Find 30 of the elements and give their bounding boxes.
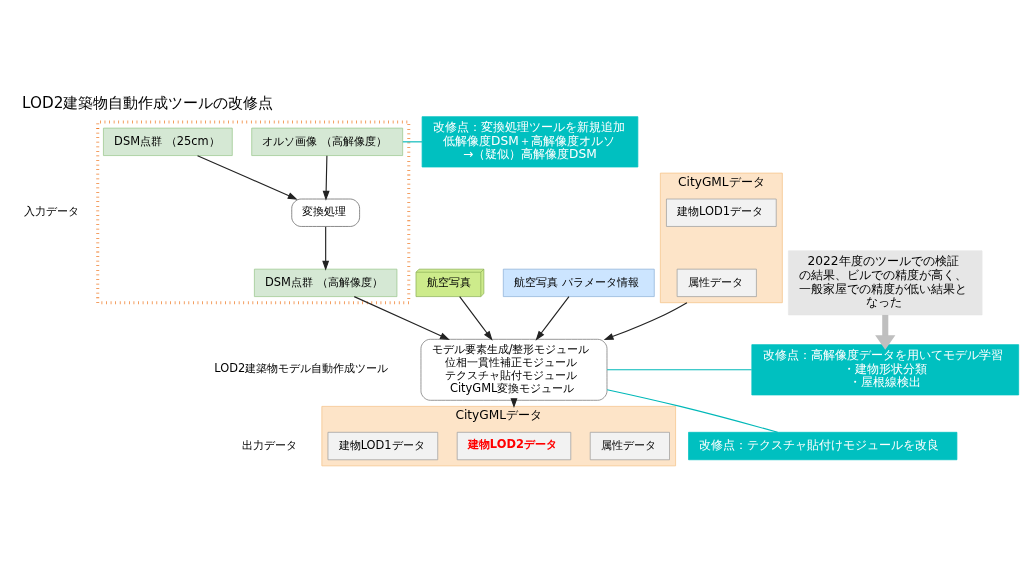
diagram-title: LOD2建築物自動作成ツールの改修点: [21, 93, 273, 112]
label: LOD2建築物モデル自動作成ツール: [213, 360, 388, 375]
node-box: 変換処理: [290, 198, 360, 227]
node-box: 建物LOD1データ: [665, 198, 777, 227]
connector: [401, 140, 423, 142]
arrow: [535, 295, 569, 341]
node-box: 航空写真 パラメータ情報: [502, 268, 655, 297]
node-box: 属性データ: [676, 268, 757, 297]
arrow: [321, 225, 329, 271]
label: 出力データ: [241, 437, 297, 452]
node-box: 建物LOD2データ: [456, 431, 571, 460]
arrow: [874, 314, 895, 350]
connector: [606, 368, 752, 370]
node-box: 属性データ: [589, 431, 670, 460]
node-box: 改修点：テクスチャ貼付けモジュールを改良: [687, 431, 957, 460]
arrow: [603, 301, 687, 340]
node-box: オルソ画像 （高解像度）: [250, 127, 403, 156]
arrow: [322, 154, 330, 201]
connector: [606, 388, 778, 433]
node-box: 改修点：高解像度データを用いてモデル学習 ・建物形状分類 ・屋根線検出: [750, 343, 1019, 395]
node-box: 改修点：変換処理ツールを新規追加 低解像度DSM＋高解像度オルソ →（疑似）高解像度DSM: [421, 115, 638, 167]
cluster: [95, 120, 410, 304]
node-box: DSM点群 （高解像度）: [253, 268, 397, 297]
label: 入力データ: [23, 203, 79, 218]
arrow: [353, 295, 450, 340]
node-box: 建物LOD1データ: [327, 431, 438, 460]
arrow: [196, 154, 298, 200]
arrow: [458, 295, 493, 341]
node-box: 2022年度のツールでの検証の結果、ビルでの精度が高く、一般家屋での精度が低い結果となった: [787, 250, 982, 315]
node-box: DSM点群 （25cm）: [102, 127, 233, 156]
